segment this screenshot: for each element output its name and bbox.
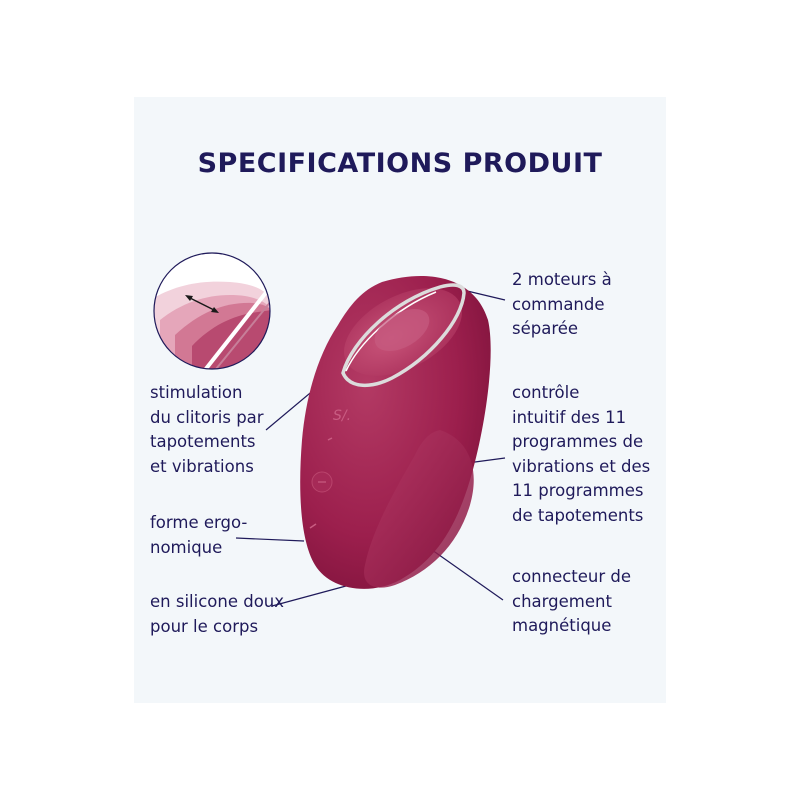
tapping-detail-zoom <box>153 252 271 370</box>
label-charging: connecteur de chargement magnétique <box>512 567 632 635</box>
label-motors: 2 moteurs à commande séparée <box>512 270 612 338</box>
leader-line-motors <box>462 289 506 301</box>
leader-line-silicone <box>271 585 347 607</box>
double-arrow-icon <box>185 295 219 313</box>
svg-text:S/.: S/. <box>333 408 351 424</box>
label-stimulation: stimulation du clitoris par tapotements … <box>150 383 264 476</box>
product-device: S/. <box>300 276 491 589</box>
page-title: SPECIFICATIONS PRODUIT <box>197 148 603 179</box>
label-control: contrôle intuitif des 11 programmes de v… <box>512 383 651 525</box>
label-silicone: en silicone doux pour le corps <box>150 592 285 636</box>
label-ergonomic: forme ergo- nomique <box>150 513 248 557</box>
leader-line-ergonomic <box>235 537 305 542</box>
